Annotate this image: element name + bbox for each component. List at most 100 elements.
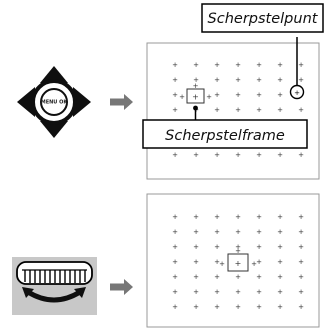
bottom-grid-point: +: [214, 303, 220, 311]
top-grid-point: +: [235, 76, 241, 84]
bottom-focus-grid: ++++++++++++++++++++++++++++++++++++++++…: [172, 213, 304, 311]
top-grid-point: +: [172, 76, 178, 84]
top-grid-point: +: [298, 151, 304, 159]
top-grid-point: +: [235, 61, 241, 69]
top-grid-point: +: [277, 151, 283, 159]
top-grid-point: +: [193, 76, 199, 84]
bottom-grid-point: +: [193, 243, 199, 251]
top-grid-point: +: [298, 76, 304, 84]
four-way-selector-icon: MENU OK: [17, 66, 91, 138]
svg-text:+: +: [206, 93, 212, 101]
top-grid-point: +: [214, 61, 220, 69]
bottom-grid-point: +: [172, 273, 178, 281]
bottom-grid-point: +: [172, 258, 178, 266]
top-grid-point: +: [298, 61, 304, 69]
bottom-grid-point: +: [277, 213, 283, 221]
top-grid-point: +: [214, 106, 220, 114]
bottom-grid-point: +: [172, 303, 178, 311]
svg-text:+: +: [179, 93, 185, 101]
bottom-grid-point: +: [214, 213, 220, 221]
bottom-grid-point: +: [214, 228, 220, 236]
bottom-grid-point: +: [172, 288, 178, 296]
top-grid-point: +: [172, 106, 178, 114]
bottom-grid-point: +: [256, 258, 262, 266]
bottom-grid-point: +: [277, 258, 283, 266]
bottom-grid-point: +: [235, 288, 241, 296]
bottom-grid-point: +: [298, 228, 304, 236]
bottom-grid-point: +: [235, 243, 241, 251]
svg-text:+: +: [193, 82, 199, 90]
svg-text:+: +: [235, 247, 241, 255]
arrow-right-icon: [110, 279, 133, 295]
bottom-grid-point: +: [172, 228, 178, 236]
bottom-grid-point: +: [193, 213, 199, 221]
bottom-grid-point: +: [298, 243, 304, 251]
top-grid-point: +: [214, 76, 220, 84]
bottom-grid-point: +: [256, 243, 262, 251]
top-grid-point: +: [256, 151, 262, 159]
bottom-grid-point: +: [172, 213, 178, 221]
focus-frame-label: Scherpstelframe: [165, 128, 285, 144]
bottom-grid-point: +: [193, 303, 199, 311]
top-grid-point: +: [235, 151, 241, 159]
focus-frame-callout: [142, 119, 308, 149]
bottom-grid-point: +: [235, 213, 241, 221]
bottom-grid-point: +: [193, 228, 199, 236]
top-grid-point: +: [256, 91, 262, 99]
bottom-grid-point: +: [193, 258, 199, 266]
top-grid-point: +: [277, 61, 283, 69]
top-grid-point: +: [256, 106, 262, 114]
bottom-grid-point: +: [298, 213, 304, 221]
bottom-grid-point: +: [256, 228, 262, 236]
command-dial-icon: [12, 257, 97, 315]
top-grid-point: +: [235, 106, 241, 114]
bottom-grid-point: +: [193, 288, 199, 296]
bottom-grid-point: +: [214, 288, 220, 296]
svg-text:+: +: [235, 273, 241, 281]
bottom-grid-point: +: [277, 303, 283, 311]
focus-point-marker-icon: [289, 84, 305, 100]
bottom-grid-point: +: [298, 288, 304, 296]
top-grid-point: +: [214, 151, 220, 159]
top-grid-point: +: [214, 91, 220, 99]
top-grid-point: +: [172, 61, 178, 69]
top-grid-point: +: [277, 76, 283, 84]
bottom-grid-point: +: [256, 288, 262, 296]
bottom-focus-frame: [227, 253, 249, 272]
top-grid-point: +: [277, 106, 283, 114]
menu-ok-label: MENU OK: [41, 100, 69, 106]
bottom-grid-point: +: [256, 303, 262, 311]
bottom-grid-point: +: [298, 258, 304, 266]
top-grid-point: +: [193, 151, 199, 159]
svg-text:+: +: [235, 259, 242, 268]
bottom-grid-point: +: [235, 228, 241, 236]
bottom-grid-point: +: [214, 273, 220, 281]
bottom-grid-point: +: [298, 303, 304, 311]
svg-text:+: +: [219, 260, 225, 268]
bottom-grid-point: +: [298, 273, 304, 281]
top-grid-point: +: [277, 91, 283, 99]
svg-text:+: +: [192, 93, 199, 102]
bottom-grid-point: +: [277, 273, 283, 281]
bottom-grid-point: +: [277, 243, 283, 251]
top-grid-point: +: [235, 91, 241, 99]
focus-point-label: Scherpstelpunt: [208, 11, 319, 27]
top-grid-point: +: [172, 151, 178, 159]
svg-text:+: +: [251, 260, 257, 268]
bottom-grid-point: +: [193, 273, 199, 281]
bottom-grid-point: +: [256, 273, 262, 281]
top-grid-point: +: [298, 106, 304, 114]
bottom-grid-point: +: [277, 288, 283, 296]
top-grid-point: +: [256, 76, 262, 84]
top-focus-frame: [186, 88, 205, 104]
bottom-grid-point: +: [214, 258, 220, 266]
top-grid-point: +: [172, 91, 178, 99]
top-viewfinder-panel: [146, 42, 320, 180]
bottom-grid-point: +: [235, 303, 241, 311]
top-grid-point: +: [256, 61, 262, 69]
bottom-grid-point: +: [172, 243, 178, 251]
bottom-grid-point: +: [214, 243, 220, 251]
focus-point-callout: [201, 3, 324, 33]
bottom-grid-point: +: [256, 213, 262, 221]
